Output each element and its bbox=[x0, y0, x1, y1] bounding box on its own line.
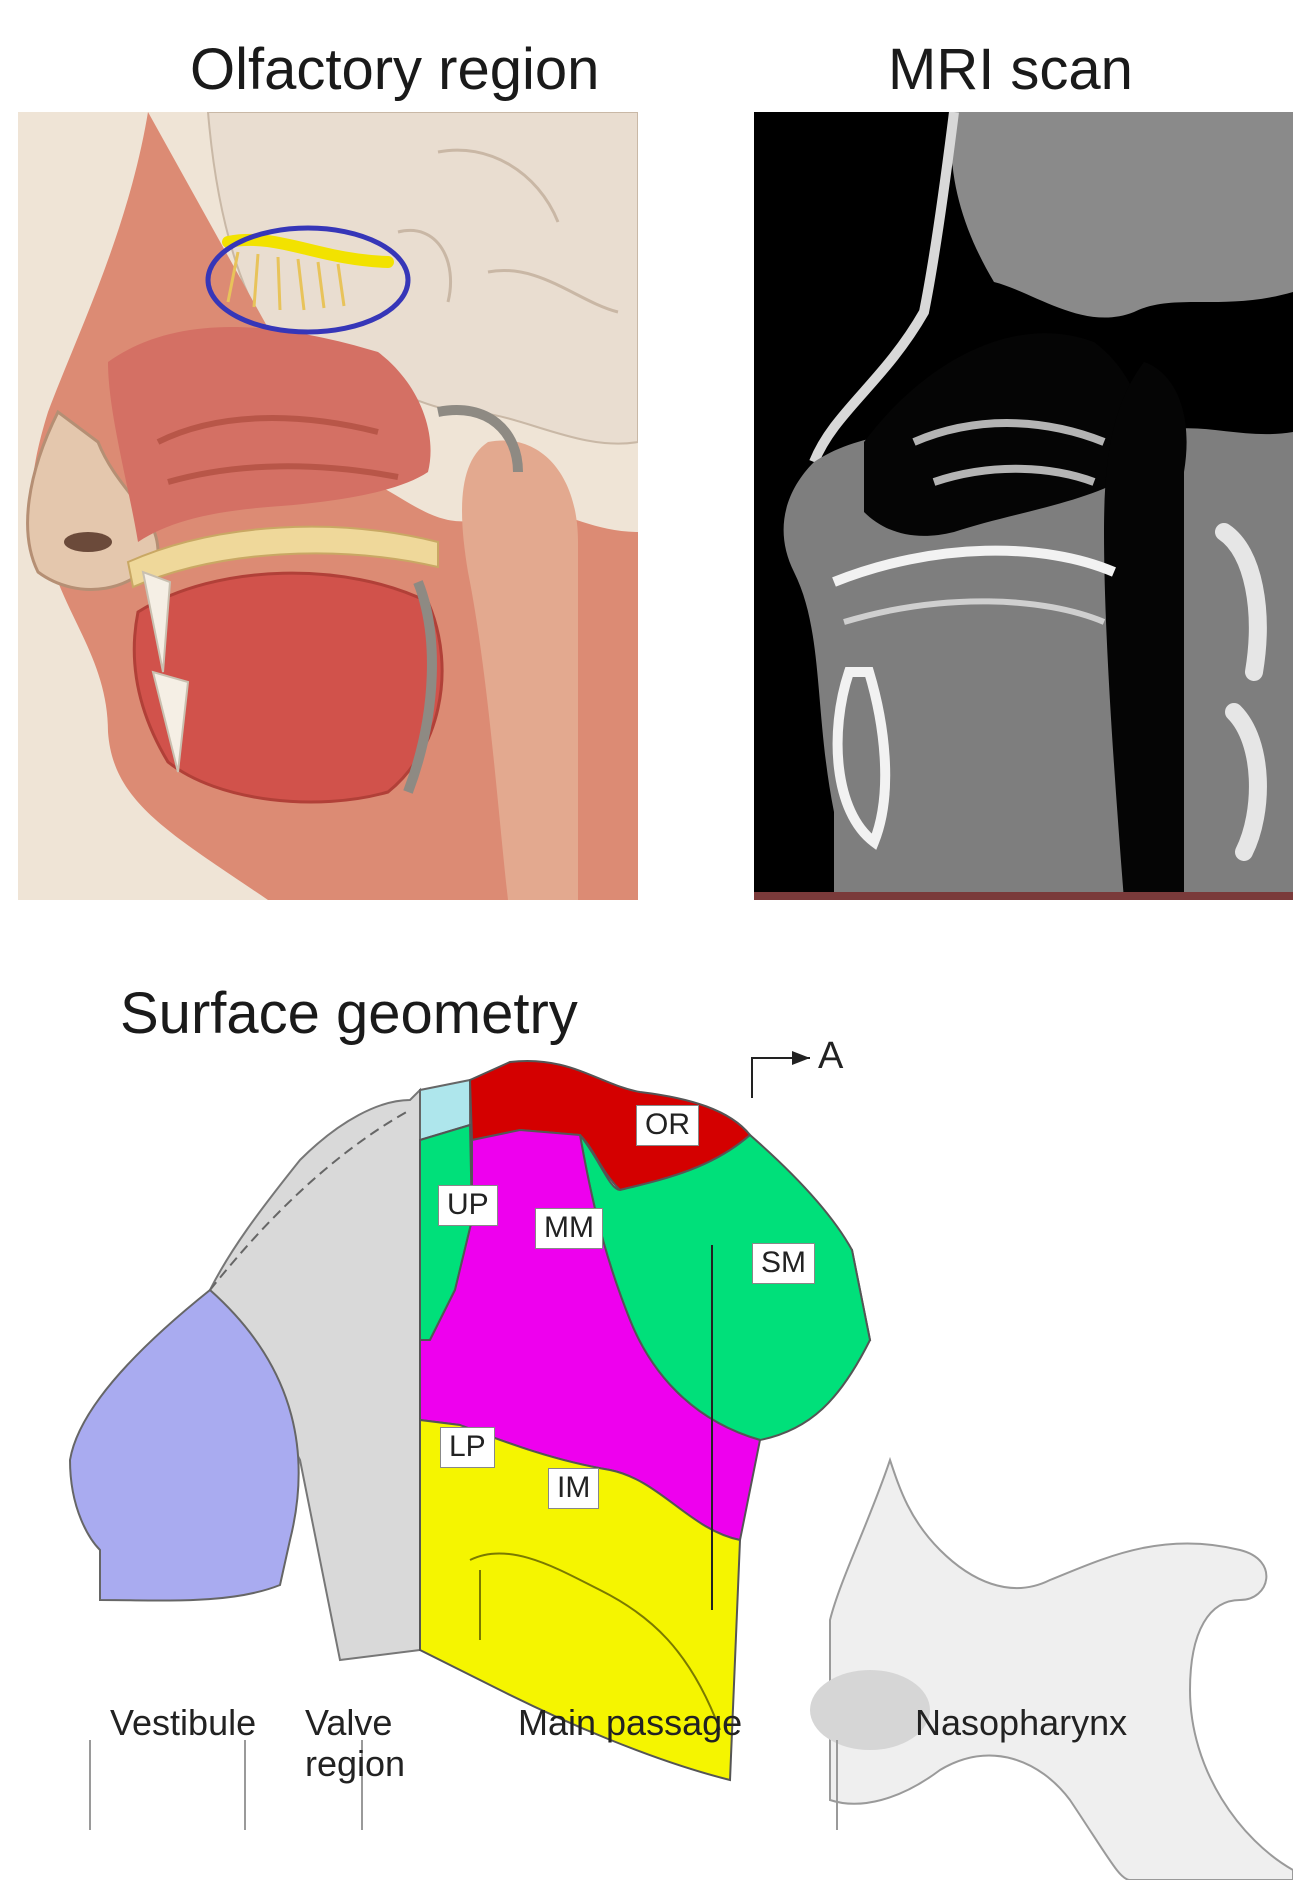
nasal-surface-geometry bbox=[40, 1040, 1293, 1880]
region-label-sm: SM bbox=[752, 1243, 815, 1284]
section-label-main-passage: Main passage bbox=[518, 1702, 742, 1743]
section-label-valve-line1: Valve bbox=[305, 1702, 405, 1743]
surface-geometry-title: Surface geometry bbox=[120, 980, 578, 1047]
region-label-im: IM bbox=[548, 1468, 599, 1509]
section-label-vestibule: Vestibule bbox=[110, 1702, 256, 1743]
section-label-valve: Valve region bbox=[305, 1702, 405, 1785]
region-label-or: OR bbox=[636, 1105, 699, 1146]
region-label-lp: LP bbox=[440, 1427, 495, 1468]
section-label-valve-line2: region bbox=[305, 1743, 405, 1784]
olfactory-anatomy-illustration bbox=[18, 112, 638, 900]
region-label-up: UP bbox=[438, 1185, 498, 1226]
region-label-mm: MM bbox=[535, 1208, 603, 1249]
section-marker-label: A bbox=[818, 1035, 843, 1079]
mri-scan-title: MRI scan bbox=[888, 36, 1133, 103]
section-label-nasopharynx: Nasopharynx bbox=[915, 1702, 1127, 1743]
mri-scan-image bbox=[754, 112, 1293, 900]
olfactory-region-title: Olfactory region bbox=[190, 36, 599, 103]
